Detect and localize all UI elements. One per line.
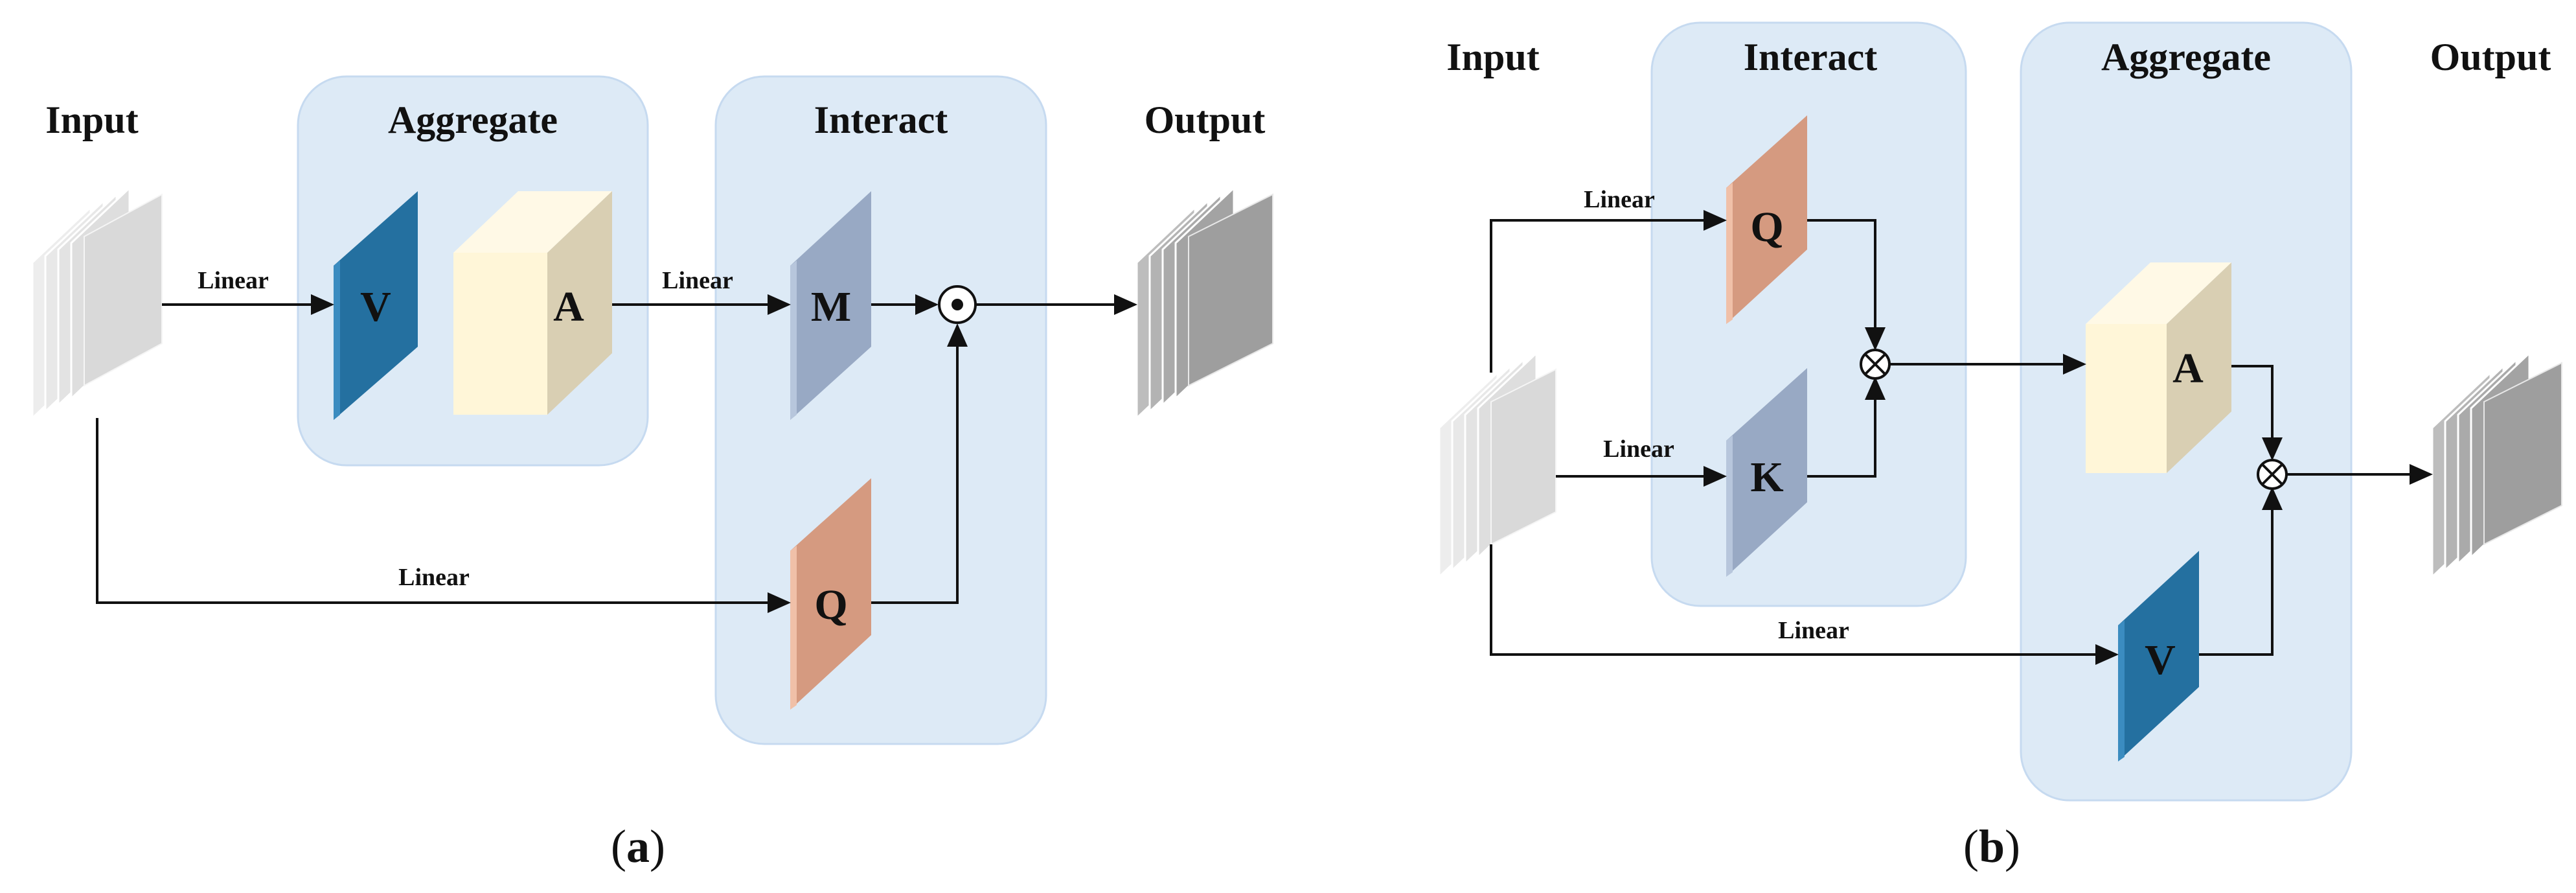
output-feature-stack <box>2431 351 2562 579</box>
qk-matrix-product-operator <box>1860 349 1891 380</box>
m-block: M <box>790 191 871 420</box>
input-to-q-arrow <box>1490 210 1727 373</box>
q-to-product-arrow <box>1807 219 1886 351</box>
linear-label-to-v: Linear <box>198 267 269 294</box>
v-label: V <box>360 283 391 331</box>
av-matrix-product-operator <box>2257 459 2288 490</box>
a-label: A <box>2172 345 2204 392</box>
k-block: K <box>1726 368 1807 577</box>
v-block: V <box>2118 551 2199 761</box>
q-label: Q <box>814 581 847 629</box>
linear-label-to-q: Linear <box>1584 186 1655 213</box>
v-label: V <box>2145 636 2176 684</box>
aggregate-header: Aggregate <box>2101 36 2271 78</box>
panel-b: Input Interact Aggregate Output Q K <box>1438 21 2562 872</box>
linear-label-to-q: Linear <box>398 564 470 591</box>
a-cube: A <box>453 191 612 415</box>
input-header: Input <box>1446 36 1539 78</box>
linear-label-to-k: Linear <box>1603 435 1674 463</box>
v-block: V <box>334 191 418 420</box>
panel-a: Input Aggregate Interact Output V A <box>31 75 1273 872</box>
v-to-product-arrow <box>2199 487 2283 656</box>
interact-header: Interact <box>814 99 948 141</box>
interact-region <box>1650 21 1967 607</box>
m-label: M <box>811 283 851 331</box>
q-label: Q <box>1750 203 1783 251</box>
a-label: A <box>553 283 584 331</box>
caption-a: (a) <box>611 820 665 872</box>
output-header: Output <box>2430 36 2551 78</box>
interact-region <box>714 75 1047 745</box>
k-to-product-arrow <box>1807 377 1886 478</box>
a-cube: A <box>2086 262 2231 473</box>
aggregate-header: Aggregate <box>388 99 558 141</box>
input-header: Input <box>45 99 138 141</box>
q-block: Q <box>790 478 871 710</box>
input-feature-stack <box>31 185 163 421</box>
caption-b: (b) <box>1963 820 2020 872</box>
q-to-product-arrow <box>871 323 968 604</box>
output-feature-stack <box>1135 185 1273 421</box>
input-to-q-arrow <box>96 418 791 613</box>
elementwise-product-dot <box>952 299 963 310</box>
q-block: Q <box>1726 115 1807 324</box>
k-label: K <box>1750 454 1783 501</box>
input-feature-stack <box>1438 351 1556 579</box>
input-to-v-arrow <box>1490 544 2119 665</box>
linear-label-to-m: Linear <box>662 267 733 294</box>
interact-header: Interact <box>1744 36 1878 78</box>
a-to-product-arrow <box>2231 365 2283 461</box>
linear-label-to-v: Linear <box>1778 617 1849 644</box>
output-header: Output <box>1145 99 1266 141</box>
